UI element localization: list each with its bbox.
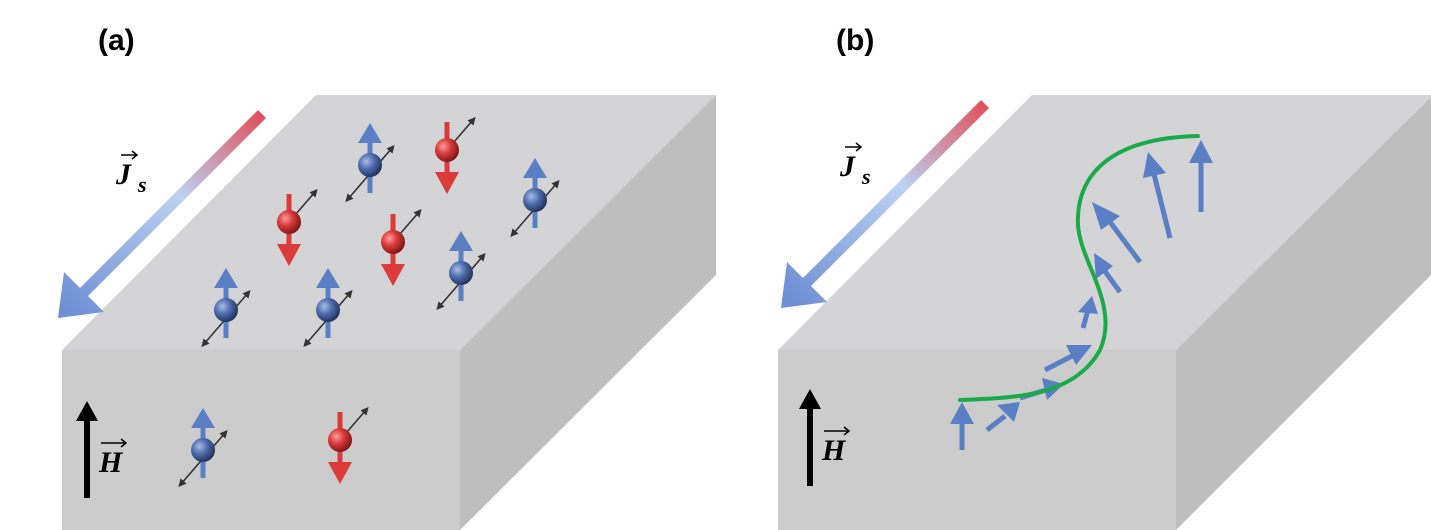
- vector-arrow-icon: [101, 438, 128, 448]
- domain-wall-spins: [950, 140, 1213, 450]
- panel-b-label: (b): [836, 24, 874, 57]
- spin-up: [345, 123, 395, 203]
- svg-text:s: s: [861, 164, 871, 189]
- spin-down: [381, 208, 422, 286]
- spin-vector: [1143, 152, 1173, 239]
- spin-current-symbol-a: J s: [115, 150, 147, 197]
- spin-current-arrow-a: [58, 102, 266, 318]
- vector-arrow-icon: [824, 426, 851, 436]
- svg-text:J: J: [839, 150, 856, 183]
- spin-vector: [1189, 140, 1213, 212]
- block-front-face: [778, 350, 1176, 530]
- block-front-face: [62, 350, 460, 530]
- spin-vector: [950, 402, 974, 450]
- spin-up: [303, 268, 353, 348]
- spin-up: [510, 158, 560, 238]
- panel-a-label: (a): [98, 24, 135, 57]
- panel-b: (b) J s H: [778, 24, 1431, 530]
- spin-vector: [985, 402, 1020, 432]
- magnetic-field-symbol-b: H: [821, 426, 851, 467]
- svg-text:s: s: [137, 172, 147, 197]
- spin-up: [436, 231, 486, 311]
- spin-vector: [1092, 202, 1142, 264]
- spin-vector: [1043, 345, 1092, 373]
- spin-down: [277, 188, 318, 266]
- spin-up: [201, 268, 251, 348]
- spin-down: [435, 116, 476, 194]
- spin-down: [328, 406, 369, 484]
- material-block-a: [62, 95, 716, 530]
- block-side-face: [460, 95, 716, 530]
- domain-wall-curve: [958, 134, 1200, 402]
- svg-text:H: H: [821, 434, 847, 467]
- panel-a: (a) J s H: [58, 24, 716, 530]
- svg-text:H: H: [98, 446, 124, 479]
- magnetic-field-symbol-a: H: [98, 438, 128, 479]
- vector-arrow-icon: [121, 150, 139, 160]
- spin-current-symbol-b: J s: [839, 142, 871, 189]
- magnetic-field-arrow-b: [799, 389, 821, 486]
- vector-arrow-icon: [845, 142, 863, 152]
- spin-current-arrow-b: [781, 92, 989, 308]
- magnetic-field-arrow-a: [76, 401, 98, 498]
- spin-vector: [1078, 296, 1098, 329]
- spin-vector: [1094, 253, 1123, 294]
- block-side-face: [1176, 97, 1431, 530]
- spin-up: [178, 408, 228, 488]
- svg-text:J: J: [115, 158, 132, 191]
